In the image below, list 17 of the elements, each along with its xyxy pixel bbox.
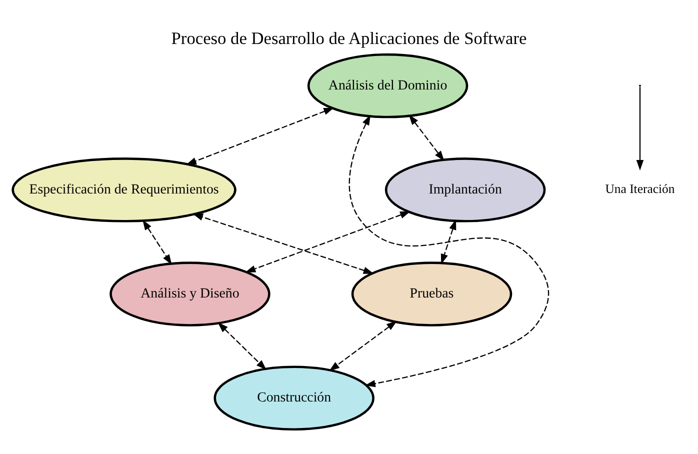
arrow	[186, 107, 334, 164]
arrow	[245, 210, 411, 272]
diagram-title: Proceso de Desarrollo de Aplicaciones de Software	[171, 28, 527, 48]
arrow	[636, 86, 644, 170]
arrow	[218, 322, 266, 370]
arrow	[440, 218, 456, 264]
arrow	[408, 114, 444, 161]
node-text: Una Iteración	[605, 182, 675, 196]
arrow	[348, 114, 550, 387]
arrow	[142, 219, 172, 264]
node-ellipse: Análisis del Dominio	[307, 52, 468, 118]
node-ellipse: Construcción	[214, 365, 374, 430]
arrow	[192, 213, 374, 274]
arrow	[329, 320, 397, 371]
node-ellipse: Pruebas	[351, 261, 512, 326]
node-ellipse: Implantación	[384, 157, 546, 222]
node-ellipse: Análisis y Diseño	[110, 261, 270, 326]
